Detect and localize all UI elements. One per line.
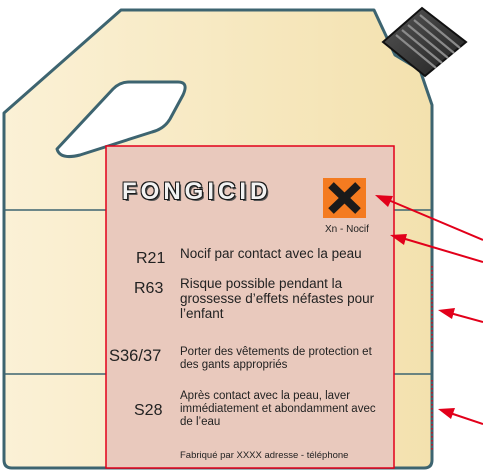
harmful-x-icon — [323, 178, 366, 218]
hazard-caption: Xn - Nocif — [325, 224, 369, 235]
phrase-text-r21: Nocif par contact avec la peau — [180, 246, 362, 261]
cap — [381, 6, 468, 78]
phrase-text-r63: Risque possible pendant la grossesse d’e… — [180, 276, 375, 321]
phrase-text-s28: Après contact avec la peau, laver immédi… — [180, 390, 376, 428]
handle-opening — [55, 80, 187, 158]
arrow-to-symbol — [375, 195, 483, 241]
phrase-text-s36-37: Porter des vêtements de protection et de… — [180, 346, 372, 371]
product-name: FONGICID — [122, 178, 272, 205]
phrase-code-s36-37: S36/37 — [109, 347, 162, 365]
manufacturer-line: Fabriqué par XXXX adresse - téléphone — [180, 450, 349, 461]
arrow-to-r-phrases — [438, 308, 483, 323]
arrow-to-caption — [390, 234, 483, 263]
phrase-code-r21: R21 — [136, 250, 166, 267]
arrow-to-s-phrases — [438, 408, 483, 425]
phrase-code-r63: R63 — [134, 280, 164, 297]
phrase-code-s28: S28 — [134, 402, 163, 419]
